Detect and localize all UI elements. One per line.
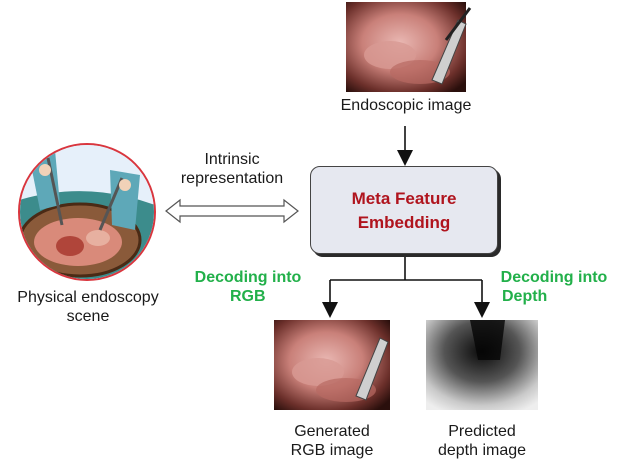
rgb-label-line1: Generated (294, 423, 370, 440)
scene-label-line2: scene (66, 308, 110, 325)
intrinsic-double-arrow (165, 198, 299, 224)
intrinsic-label: Intrinsic representation (162, 150, 302, 188)
decode-connectors (322, 256, 490, 318)
endoscopy-scene-illustration (18, 143, 156, 281)
intrinsic-label-line2: representation (180, 170, 284, 187)
intrinsic-label-line1: Intrinsic (204, 151, 260, 168)
scene-label-line1: Physical endoscopy (17, 289, 159, 306)
meta-box-line2: Embedding (357, 213, 451, 232)
rgb-image-label: Generated RGB image (262, 422, 402, 460)
depth-label-line2: depth image (437, 442, 527, 459)
decode-depth-line2: Depth (502, 288, 548, 305)
generated-rgb-image (274, 320, 390, 410)
predicted-depth-image (426, 320, 538, 410)
decode-depth-label: Decoding into Depth (486, 268, 622, 306)
endoscopic-image (346, 2, 472, 92)
scene-label: Physical endoscopy scene (0, 288, 176, 326)
depth-label-line1: Predicted (448, 423, 516, 440)
endoscopic-image-label: Endoscopic image (340, 97, 472, 114)
decode-depth-line1: Decoding into (500, 269, 608, 286)
meta-feature-embedding-box: Meta Feature Embedding (310, 166, 498, 254)
decode-rgb-line1: Decoding into (194, 269, 302, 286)
rgb-label-line2: RGB image (290, 442, 374, 459)
meta-box-line1: Meta Feature (351, 189, 457, 208)
decode-rgb-label: Decoding into RGB (180, 268, 316, 306)
depth-image-label: Predicted depth image (414, 422, 550, 460)
decode-rgb-line2: RGB (230, 288, 266, 305)
